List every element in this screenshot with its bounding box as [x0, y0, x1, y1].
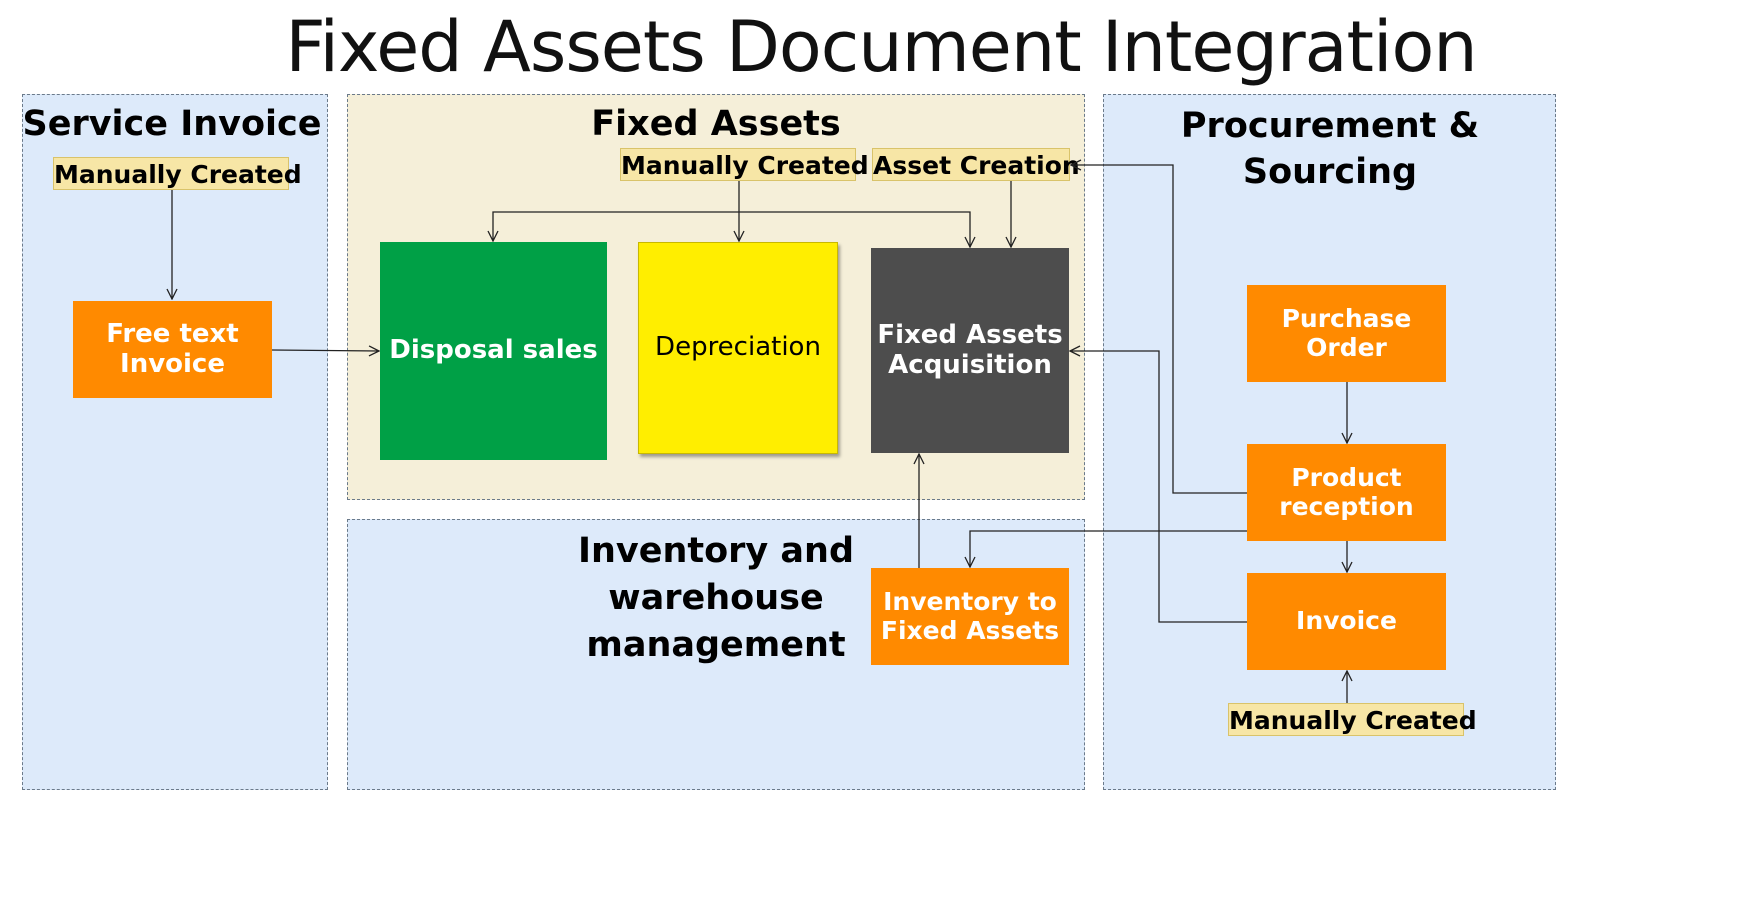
service-invoice-title: Service Invoice: [22, 104, 322, 144]
disposal-sales-box: Disposal sales: [380, 242, 607, 460]
connector-reception-to-inventory: [970, 530, 1247, 567]
inventory-to-fa-line-2: Fixed Assets: [880, 615, 1060, 645]
diagram-title: Fixed Assets Document Integration: [285, 6, 1477, 88]
free-text-invoice-line-1: Free text: [106, 318, 239, 349]
asset-creation-tag: Asset Creation: [872, 148, 1080, 181]
connector-fa-manual-split-right: [739, 211, 970, 247]
product-reception-line-1: Product: [1291, 462, 1402, 492]
acquisition-line-1: Fixed Assets: [877, 319, 1063, 350]
purchase-order-line-1: Purchase: [1281, 303, 1412, 333]
inventory-title-line-2: warehouse: [608, 578, 824, 618]
procurement-panel: [1103, 94, 1556, 790]
free-text-invoice-box: Free text Invoice: [73, 301, 272, 398]
invoice-box: Invoice: [1247, 573, 1446, 670]
product-reception-box: Product reception: [1247, 444, 1446, 541]
inventory-to-fixed-assets-box: Inventory to Fixed Assets: [871, 568, 1069, 665]
acquisition-line-2: Acquisition: [888, 349, 1052, 380]
inventory-title-line-3: management: [586, 625, 846, 665]
fixed-assets-title: Fixed Assets: [591, 104, 841, 144]
service-invoice-panel: [22, 94, 328, 790]
procurement-title-line-2: Sourcing: [1242, 152, 1418, 192]
free-text-invoice-line-2: Invoice: [120, 348, 225, 379]
fixed-assets-acquisition-box: Fixed Assets Acquisition: [871, 248, 1069, 453]
fixed-assets-manual-tag: Manually Created: [620, 148, 869, 181]
inventory-to-fa-line-1: Inventory to: [883, 586, 1057, 616]
procurement-title: Procurement & Sourcing: [1150, 103, 1510, 195]
connector-invoice-to-acquisition: [1070, 351, 1247, 623]
purchase-order-box: Purchase Order: [1247, 285, 1446, 382]
depreciation-box: Depreciation: [638, 242, 838, 454]
purchase-order-line-2: Order: [1306, 332, 1387, 362]
procurement-manual-tag: Manually Created: [1228, 703, 1477, 736]
inventory-title: Inventory and warehouse management: [556, 528, 876, 669]
connector-reception-to-asset-creation: [1071, 165, 1247, 494]
procurement-title-line-1: Procurement &: [1180, 106, 1480, 146]
product-reception-line-2: reception: [1279, 491, 1414, 521]
connector-free-text-to-disposal: [271, 350, 379, 351]
service-manual-tag: Manually Created: [53, 157, 302, 190]
inventory-title-line-1: Inventory and: [577, 531, 855, 571]
connector-fa-manual-split-left: [493, 211, 739, 241]
